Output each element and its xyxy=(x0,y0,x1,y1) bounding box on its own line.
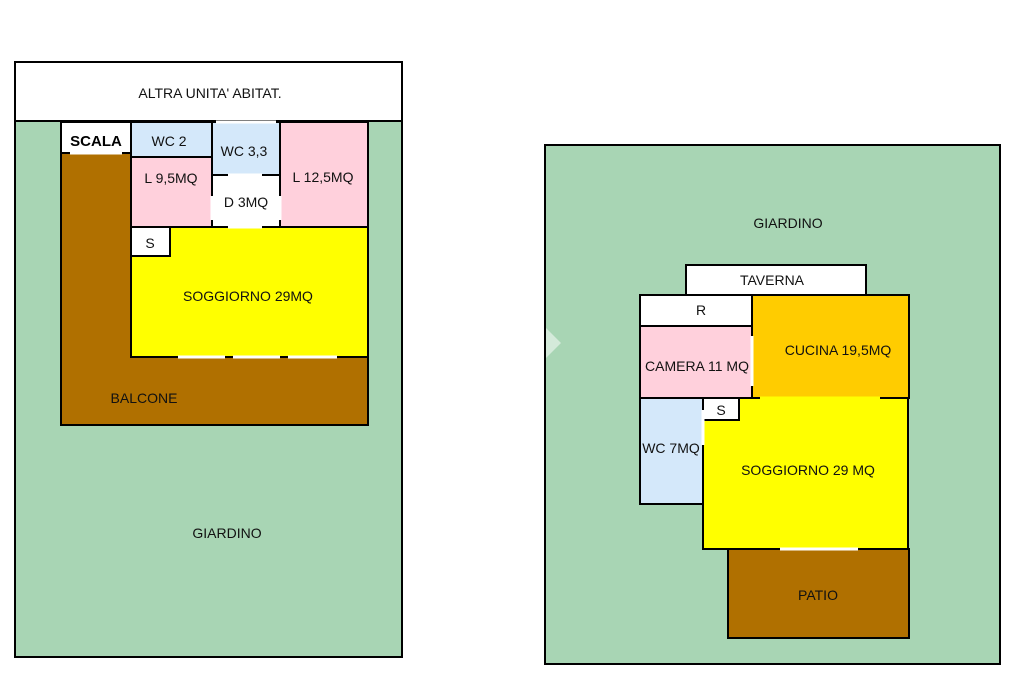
storage-room xyxy=(639,294,753,327)
watermark-chevron-icon xyxy=(546,328,561,358)
patio-label: PATIO xyxy=(798,587,838,603)
bedroom xyxy=(639,325,753,399)
closet-right-label: S xyxy=(716,402,725,418)
door-openings-left xyxy=(70,120,337,359)
garden-left-label: GIARDINO xyxy=(192,525,261,541)
living-room-right xyxy=(702,397,909,550)
kitchen-label: CUCINA 19,5MQ xyxy=(785,342,892,358)
room-l125 xyxy=(279,121,369,228)
tavern-label: TAVERNA xyxy=(740,272,805,288)
room-l95 xyxy=(130,156,213,228)
living-left-label: SOGGIORNO 29MQ xyxy=(183,288,313,304)
bedroom-label: CAMERA 11 MQ xyxy=(645,358,749,374)
patio-area xyxy=(727,548,910,639)
room-d3-label: D 3MQ xyxy=(224,194,268,210)
wc-room xyxy=(639,397,704,505)
closet-left-label: S xyxy=(145,235,154,251)
garden-right-label: GIARDINO xyxy=(753,215,822,231)
closet-left xyxy=(130,226,171,257)
closet-right xyxy=(702,397,740,421)
stairs-label: SCALA xyxy=(70,133,122,150)
wc-label: WC 7MQ xyxy=(642,440,700,456)
door-openings-right xyxy=(701,336,880,551)
other-unit-area xyxy=(14,61,403,122)
floor-plan-right: GIARDINO TAVERNA R CAMERA 11 MQ CUCINA 1… xyxy=(544,144,1001,665)
floor-plan-left: ALTRA UNITA' ABITAT. SCALA WC 2 WC 3,3 L… xyxy=(14,61,403,658)
room-l95-label: L 9,5MQ xyxy=(144,170,197,186)
wc-2-label: WC 2 xyxy=(152,133,187,149)
living-right-label: SOGGIORNO 29 MQ xyxy=(741,462,875,478)
other-unit-label: ALTRA UNITA' ABITAT. xyxy=(138,85,281,101)
balcony-label: BALCONE xyxy=(111,390,178,406)
storage-label: R xyxy=(696,302,706,318)
wc-3-label: WC 3,3 xyxy=(221,143,268,159)
room-l125-label: L 12,5MQ xyxy=(293,169,354,185)
